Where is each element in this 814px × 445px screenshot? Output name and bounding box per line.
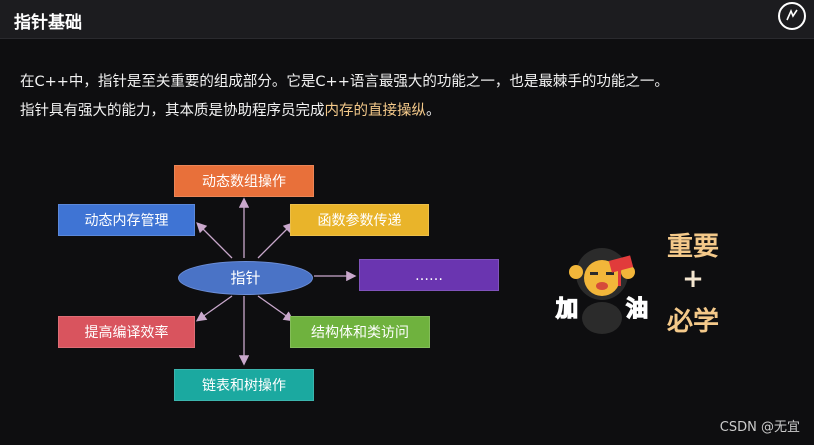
node-function-params: 函数参数传递 bbox=[290, 204, 429, 236]
watermark: CSDN @无宜 bbox=[719, 420, 800, 435]
arrow-bottom-right bbox=[257, 295, 295, 322]
mascot-text-right: 油 bbox=[626, 297, 648, 322]
intro-line-2: 指针具有强大的能力，其本质是协助程序员完成内存的直接操纵。 bbox=[20, 97, 800, 126]
mascot-text-left: 加 bbox=[555, 297, 578, 322]
node-struct-class-access: 结构体和类访问 bbox=[290, 316, 430, 348]
side-text-important: 重要 bbox=[666, 232, 719, 262]
side-text-must-learn: 必学 bbox=[666, 307, 719, 337]
intro-paragraph: 在C++中，指针是至关重要的组成部分。它是C++语言最强大的功能之一，也是最棘手… bbox=[20, 68, 800, 126]
node-more: …… bbox=[359, 259, 499, 291]
intro-line-2-suffix: 。 bbox=[426, 103, 441, 119]
arrow-bottom-left bbox=[195, 295, 233, 322]
cheer-mascot: 加 油 bbox=[552, 232, 652, 342]
arrow-top-right bbox=[257, 222, 294, 259]
node-compile-efficiency: 提高编译效率 bbox=[58, 316, 195, 348]
intro-highlight: 内存的直接操纵 bbox=[324, 103, 427, 119]
intro-line-2-prefix: 指针具有强大的能力，其本质是协助程序员完成 bbox=[20, 103, 325, 119]
header-bar: 指针基础 bbox=[0, 0, 814, 39]
side-text-plus: + bbox=[682, 264, 704, 294]
node-dynamic-array: 动态数组操作 bbox=[174, 165, 314, 197]
mascot-illustration: 加 油 bbox=[554, 248, 649, 334]
page-title: 指针基础 bbox=[14, 13, 82, 33]
arrow-top-left bbox=[196, 222, 233, 259]
center-node-pointer: 指针 bbox=[178, 261, 313, 295]
node-list-tree: 链表和树操作 bbox=[174, 369, 314, 401]
brand-logo-icon bbox=[778, 2, 806, 30]
node-dynamic-memory: 动态内存管理 bbox=[58, 204, 195, 236]
intro-line-1: 在C++中，指针是至关重要的组成部分。它是C++语言最强大的功能之一，也是最棘手… bbox=[20, 74, 669, 90]
arrow-group bbox=[195, 197, 357, 366]
